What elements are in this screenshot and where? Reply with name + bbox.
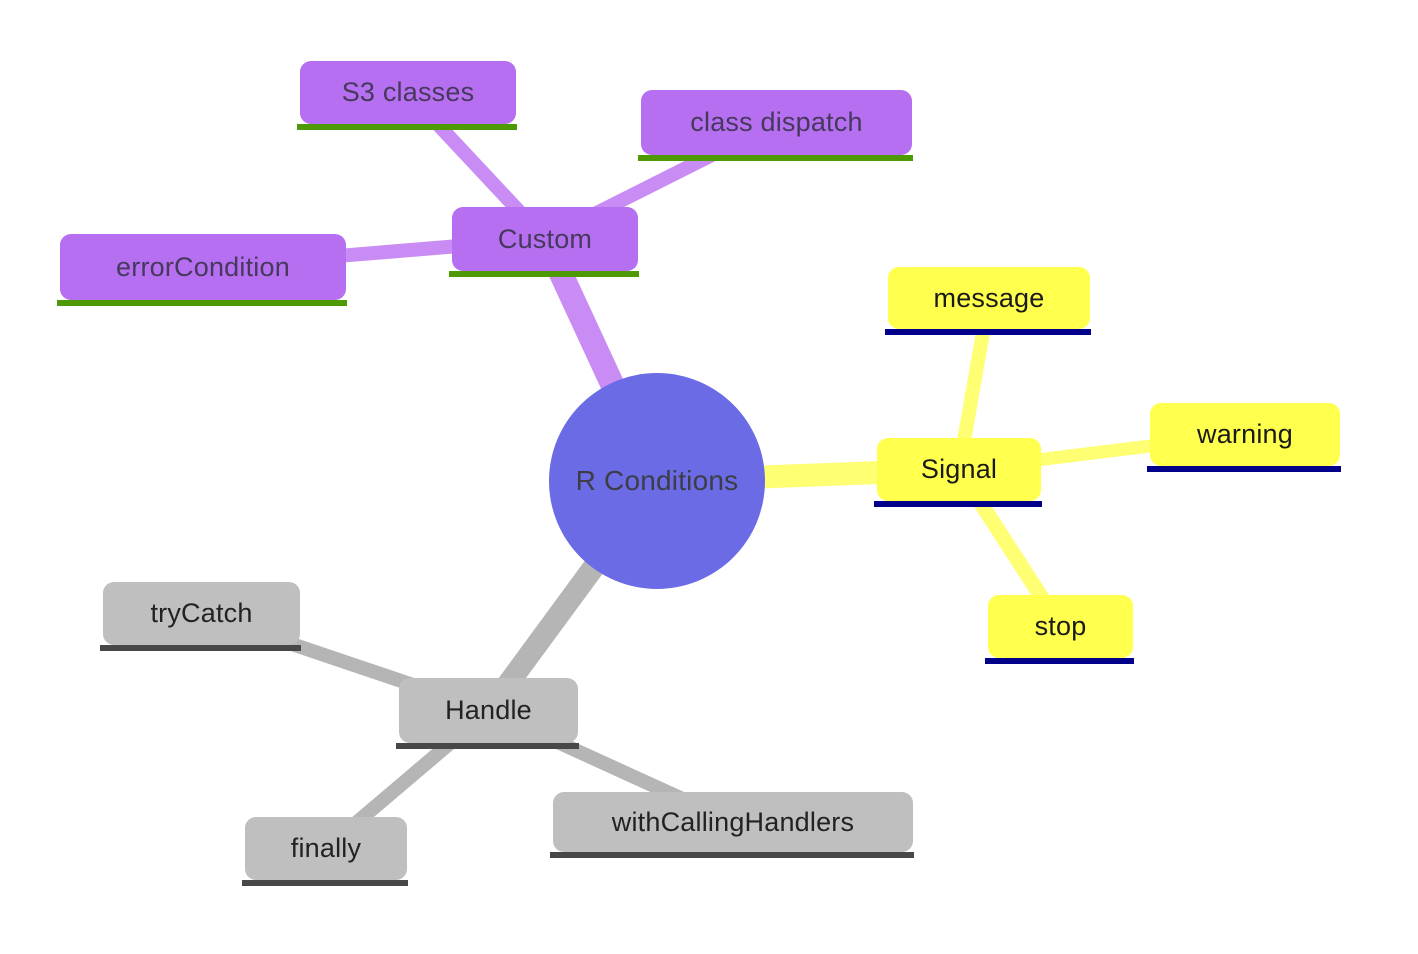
node-error-condition: errorCondition	[57, 234, 347, 306]
node-signal: Signal	[874, 438, 1042, 507]
node-custom: Custom	[449, 207, 639, 277]
node-message-underline	[885, 329, 1091, 335]
node-warning-label: warning	[1197, 419, 1293, 449]
node-signal-label: Signal	[920, 454, 998, 484]
node-s3-classes-label: S3 classes	[341, 77, 475, 107]
node-custom-underline	[449, 271, 639, 277]
node-with-calling-handlers-underline	[550, 852, 914, 858]
node-class-dispatch-label: class dispatch	[690, 107, 863, 137]
node-class-dispatch: class dispatch	[638, 90, 913, 161]
node-root-label: R Conditions	[575, 465, 739, 496]
node-handle-underline	[396, 743, 579, 749]
node-error-condition-label: errorCondition	[116, 251, 290, 282]
node-trycatch: tryCatch	[100, 582, 301, 651]
node-with-calling-handlers: withCallingHandlers	[550, 792, 914, 858]
node-stop-underline	[985, 658, 1134, 664]
node-trycatch-underline	[100, 645, 301, 651]
node-stop: stop	[985, 595, 1134, 664]
node-message: message	[885, 267, 1091, 335]
node-with-calling-handlers-label: withCallingHandlers	[611, 806, 855, 837]
node-s3-classes: S3 classes	[297, 61, 517, 130]
node-finally-label: finally	[290, 833, 362, 863]
node-trycatch-label: tryCatch	[150, 598, 253, 628]
node-message-label: message	[933, 282, 1045, 313]
node-finally: finally	[242, 817, 408, 886]
node-warning: warning	[1147, 403, 1341, 472]
node-handle-label: Handle	[445, 695, 532, 725]
node-custom-label: Custom	[497, 223, 593, 254]
node-root-r-conditions: R Conditions	[549, 373, 765, 589]
node-signal-underline	[874, 501, 1042, 507]
node-handle: Handle	[396, 678, 579, 749]
node-warning-underline	[1147, 466, 1341, 472]
node-finally-underline	[242, 880, 408, 886]
node-stop-label: stop	[1034, 611, 1087, 641]
node-s3-classes-underline	[297, 124, 517, 130]
node-error-condition-underline	[57, 300, 347, 306]
node-class-dispatch-underline	[638, 155, 913, 161]
